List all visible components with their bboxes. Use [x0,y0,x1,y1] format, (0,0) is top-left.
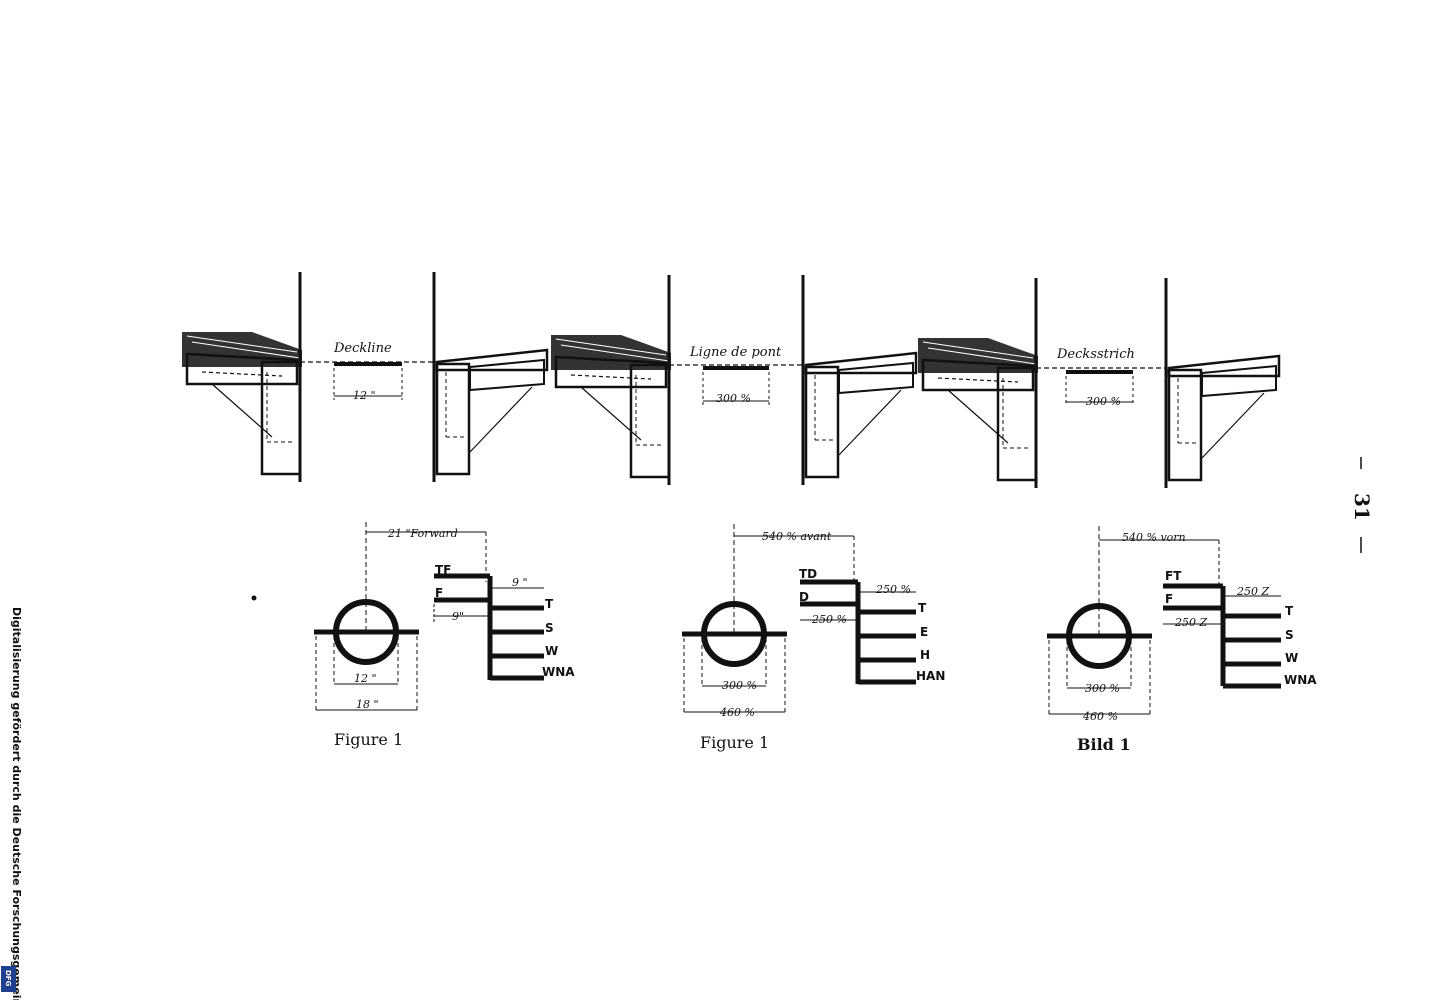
panel-1-tag-3: S [545,621,554,635]
panel-3-load-line-mark [1047,526,1281,716]
panel-2-upper-dim: 250 % [875,583,911,596]
panel-2-load-line-mark [682,524,916,714]
panel-1-tag-4: W [545,644,558,658]
panel-2-caption: Figure 1 [700,733,769,752]
sidebar-credit-text: Digitalisierung gefördert durch die Deut… [10,607,23,1000]
panel-2-tag-3: E [920,625,928,639]
panel-2-tag-0: TD [799,567,817,581]
panel-3-deck-sections [916,276,1281,490]
panel-2-tag-4: H [920,648,930,662]
panel-3-tag-3: S [1285,628,1294,642]
panel-3-outer-dim: 460 % [1082,710,1118,723]
panel-3-inner-dim: 300 % [1085,682,1120,695]
panel-1-tag-0: TF [435,563,451,577]
panel-2-outer-dim: 460 % [719,706,755,719]
panel-3-tag-1: F [1165,592,1173,606]
panel-3-tag-2: T [1285,604,1294,618]
panel-2-tag-5: HAN [916,669,945,683]
panel-3-caption: Bild 1 [1077,735,1131,754]
panel-3-lower-dim: 250 Z [1174,616,1207,629]
panel-1-outer-dim: 18 " [356,698,379,711]
panel-1-tag-1: F [435,586,443,600]
panel-2-forward-dim: 540 % avant [762,530,832,543]
panel-1-tag-2: T [545,597,554,611]
panel-1-forward-dim: 21 "Forward [387,527,458,540]
panel-3-tag-5: WNA [1284,673,1317,687]
panel-3-forward-dim: 540 % vorn [1122,531,1186,544]
panel-1-lower-dim: 9" [452,610,464,623]
panel-3-upper-dim: 250 Z [1236,585,1269,598]
panel-2-inner-dim: 300 % [722,679,757,692]
panel-3-deckline-label: Decksstrich [1056,347,1135,362]
panel-1-load-line-mark [314,522,544,712]
sidebar-credit: Digitalisierung gefördert durch die Deut… [10,607,23,1000]
panel-2-deckline-label: Ligne de pont [689,345,782,360]
panel-1-upper-dim: 9 " [512,576,528,589]
speck [251,595,257,601]
dfg-logo: DFG [1,966,16,992]
panel-1-tag-5: WNA [542,665,575,679]
dfg-logo-text: DFG [4,970,12,987]
page-number: 31 [1350,457,1374,553]
panel-1-deckline-label: Deckline [333,341,392,356]
panel-3-tag-4: W [1285,651,1298,665]
panel-3-deckline-dim: 300 % [1086,395,1121,408]
panel-2-tag-1: D [799,590,809,604]
panel-2-tag-2: T [918,601,927,615]
panel-1-caption: Figure 1 [334,730,403,749]
panel-2-deck-sections [549,273,918,487]
dfg-logo-badge [1,966,16,992]
panel-1-inner-dim: 12 " [354,672,377,685]
panel-1-deck-sections [180,270,549,484]
page-number-text: 31 [1350,493,1374,521]
panel-2-deckline-dim: 300 % [716,392,751,405]
panel-2-lower-dim: 250 % [811,613,847,626]
panel-3-tag-0: FT [1165,569,1182,583]
panel-1-deckline-dim: 12 " [353,389,376,402]
